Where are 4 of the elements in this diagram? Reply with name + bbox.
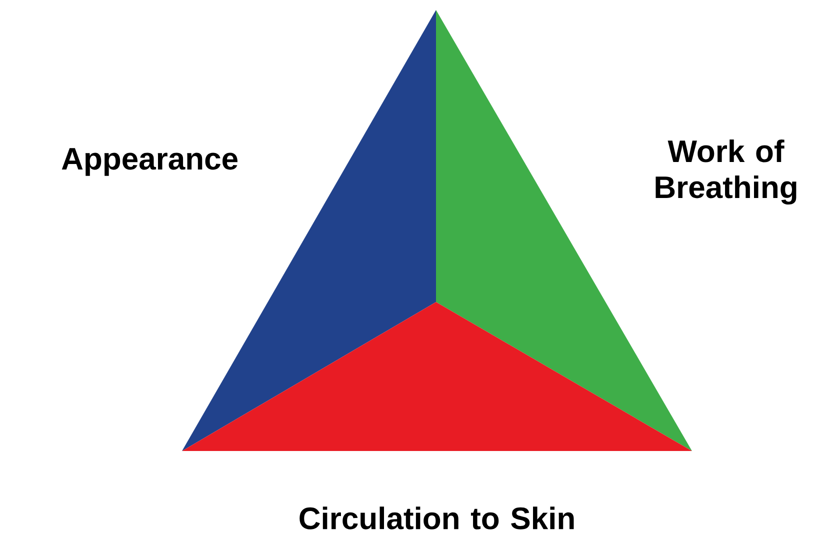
face-label: Work of Breathing	[656, 139, 796, 205]
face-label: Appearance	[62, 148, 238, 176]
face-label: Circulation to Skin	[300, 506, 574, 530]
triangle-face	[182, 302, 692, 451]
